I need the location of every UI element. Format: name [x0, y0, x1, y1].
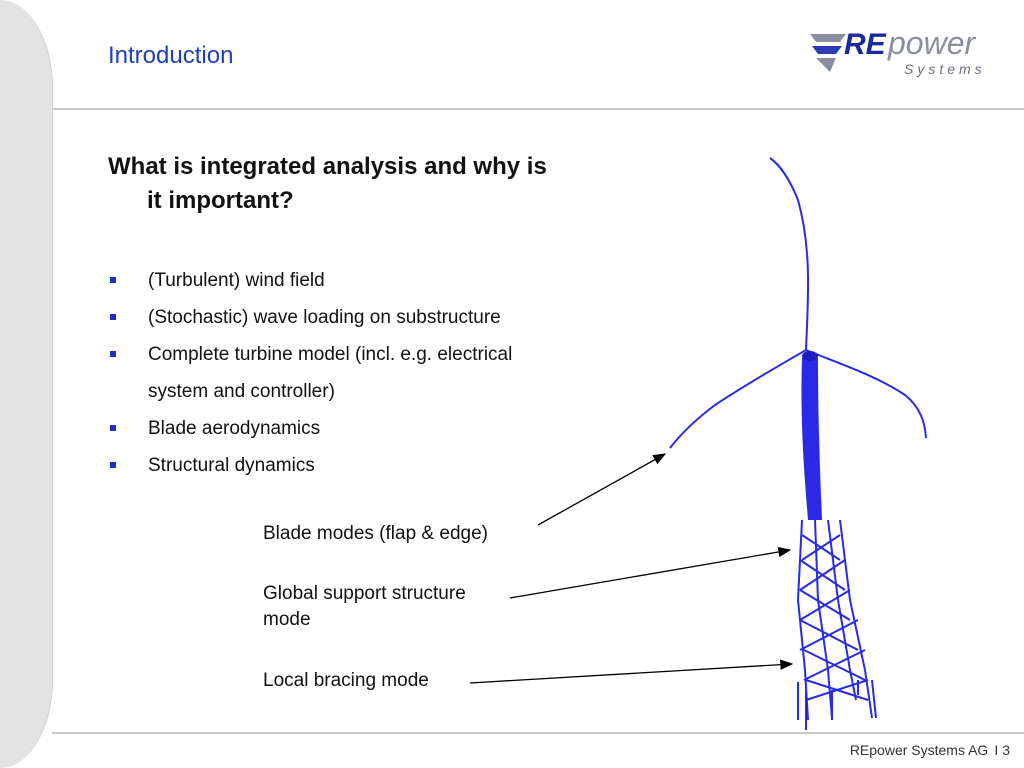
bullet-square-icon	[110, 351, 116, 357]
bullet-item: (Turbulent) wind field	[108, 262, 608, 299]
question-line-1: What is integrated analysis and why is	[108, 153, 547, 180]
left-decorative-band	[0, 0, 53, 768]
bullet-item: Structural dynamics	[108, 447, 608, 484]
repower-logo: RE power Systems	[810, 25, 986, 77]
bullet-square-icon	[110, 277, 116, 283]
arrow-global-mode	[509, 546, 792, 599]
bullet-list: (Turbulent) wind field (Stochastic) wave…	[108, 262, 608, 484]
bullet-item: (Stochastic) wave loading on substructur…	[108, 299, 608, 336]
bullet-square-icon	[110, 425, 116, 431]
callout-global-mode: Global support structure mode	[263, 581, 466, 633]
turbine-blades	[669, 157, 927, 449]
question-line-2: it important?	[147, 187, 294, 214]
bottom-divider	[52, 732, 1024, 734]
logo-systems: Systems	[904, 61, 986, 77]
bullet-square-icon	[110, 314, 116, 320]
bullet-item: Complete turbine model (incl. e.g. elect…	[108, 336, 608, 373]
bullet-item-continuation: system and controller)	[148, 381, 335, 402]
callout-blade-modes: Blade modes (flap & edge)	[263, 523, 488, 544]
bullet-item: Blade aerodynamics	[108, 410, 608, 447]
footer-separator: I	[994, 742, 999, 758]
top-divider	[52, 108, 1024, 110]
question-heading: What is integrated analysis and why is i…	[108, 150, 648, 218]
logo-re: RE	[844, 28, 887, 61]
logo-swoosh-icon	[810, 34, 846, 72]
arrow-blade-modes	[537, 453, 667, 526]
arrow-local-bracing	[469, 659, 794, 684]
turbine-tower	[801, 351, 822, 520]
jacket-substructure	[796, 519, 877, 730]
callout-arrows	[469, 453, 794, 684]
callout-global-line-2: mode	[263, 609, 311, 630]
callout-global-line-1: Global support structure	[263, 583, 466, 604]
bullet-square-icon	[110, 462, 116, 468]
logo-power: power	[887, 25, 977, 61]
page-number: 3	[1002, 742, 1010, 758]
footer-company: REpower Systems AG	[849, 742, 989, 758]
callout-local-bracing: Local bracing mode	[263, 670, 429, 691]
slide-title: Introduction	[108, 42, 234, 69]
